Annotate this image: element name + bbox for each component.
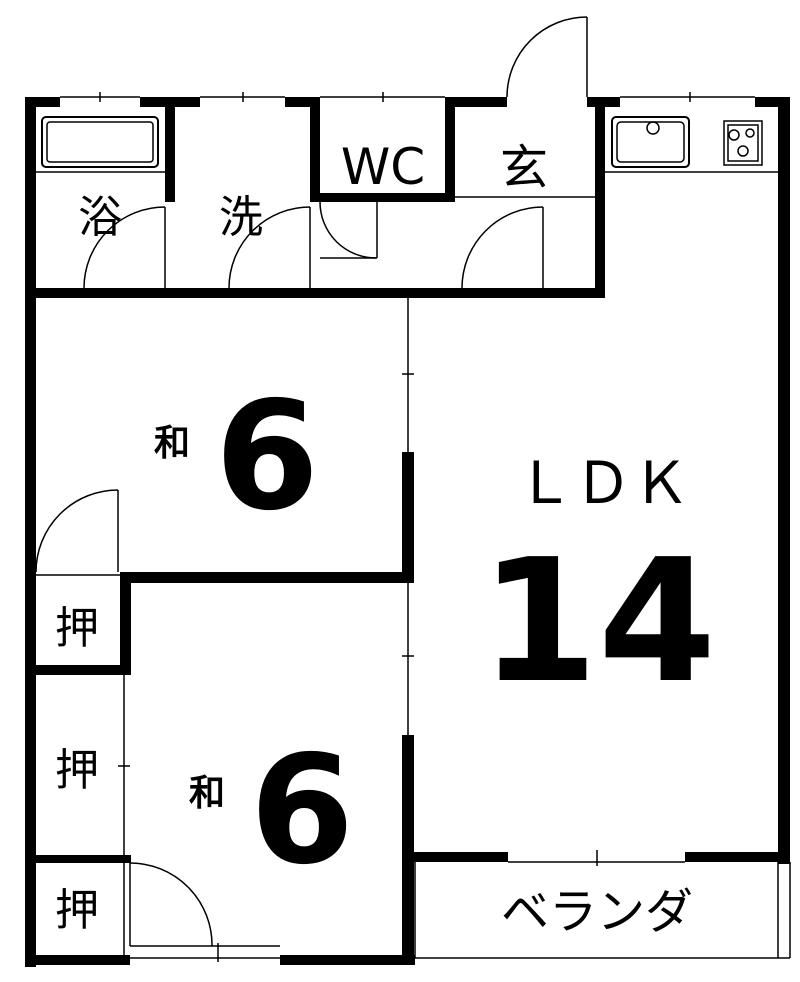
- fixtures: [41, 116, 763, 168]
- toilet-label: WC: [341, 138, 425, 196]
- sink-icon: [611, 116, 690, 168]
- closet-label-1: 押: [55, 603, 99, 654]
- closet-label-2: 押: [55, 745, 99, 796]
- bath-label: 浴: [78, 192, 122, 243]
- stove-icon: [723, 120, 763, 166]
- veranda-label: ベランダ: [501, 884, 693, 940]
- washitsu-upper-size: 6: [215, 370, 319, 544]
- washitsu-lower-size: 6: [250, 724, 354, 898]
- windows: [60, 92, 755, 962]
- bathtub-icon: [41, 116, 159, 168]
- entrance-label: 玄: [500, 140, 548, 196]
- doors: [35, 16, 588, 947]
- closet-label-3: 押: [55, 885, 99, 936]
- washroom-label: 洗: [219, 192, 263, 243]
- ldk-size: 14: [480, 523, 717, 721]
- washitsu-upper-label: 和: [154, 423, 190, 464]
- ldk-label: ＬＤＫ: [516, 449, 690, 517]
- interior-lines: [36, 171, 791, 959]
- washitsu-lower-label: 和: [189, 773, 225, 814]
